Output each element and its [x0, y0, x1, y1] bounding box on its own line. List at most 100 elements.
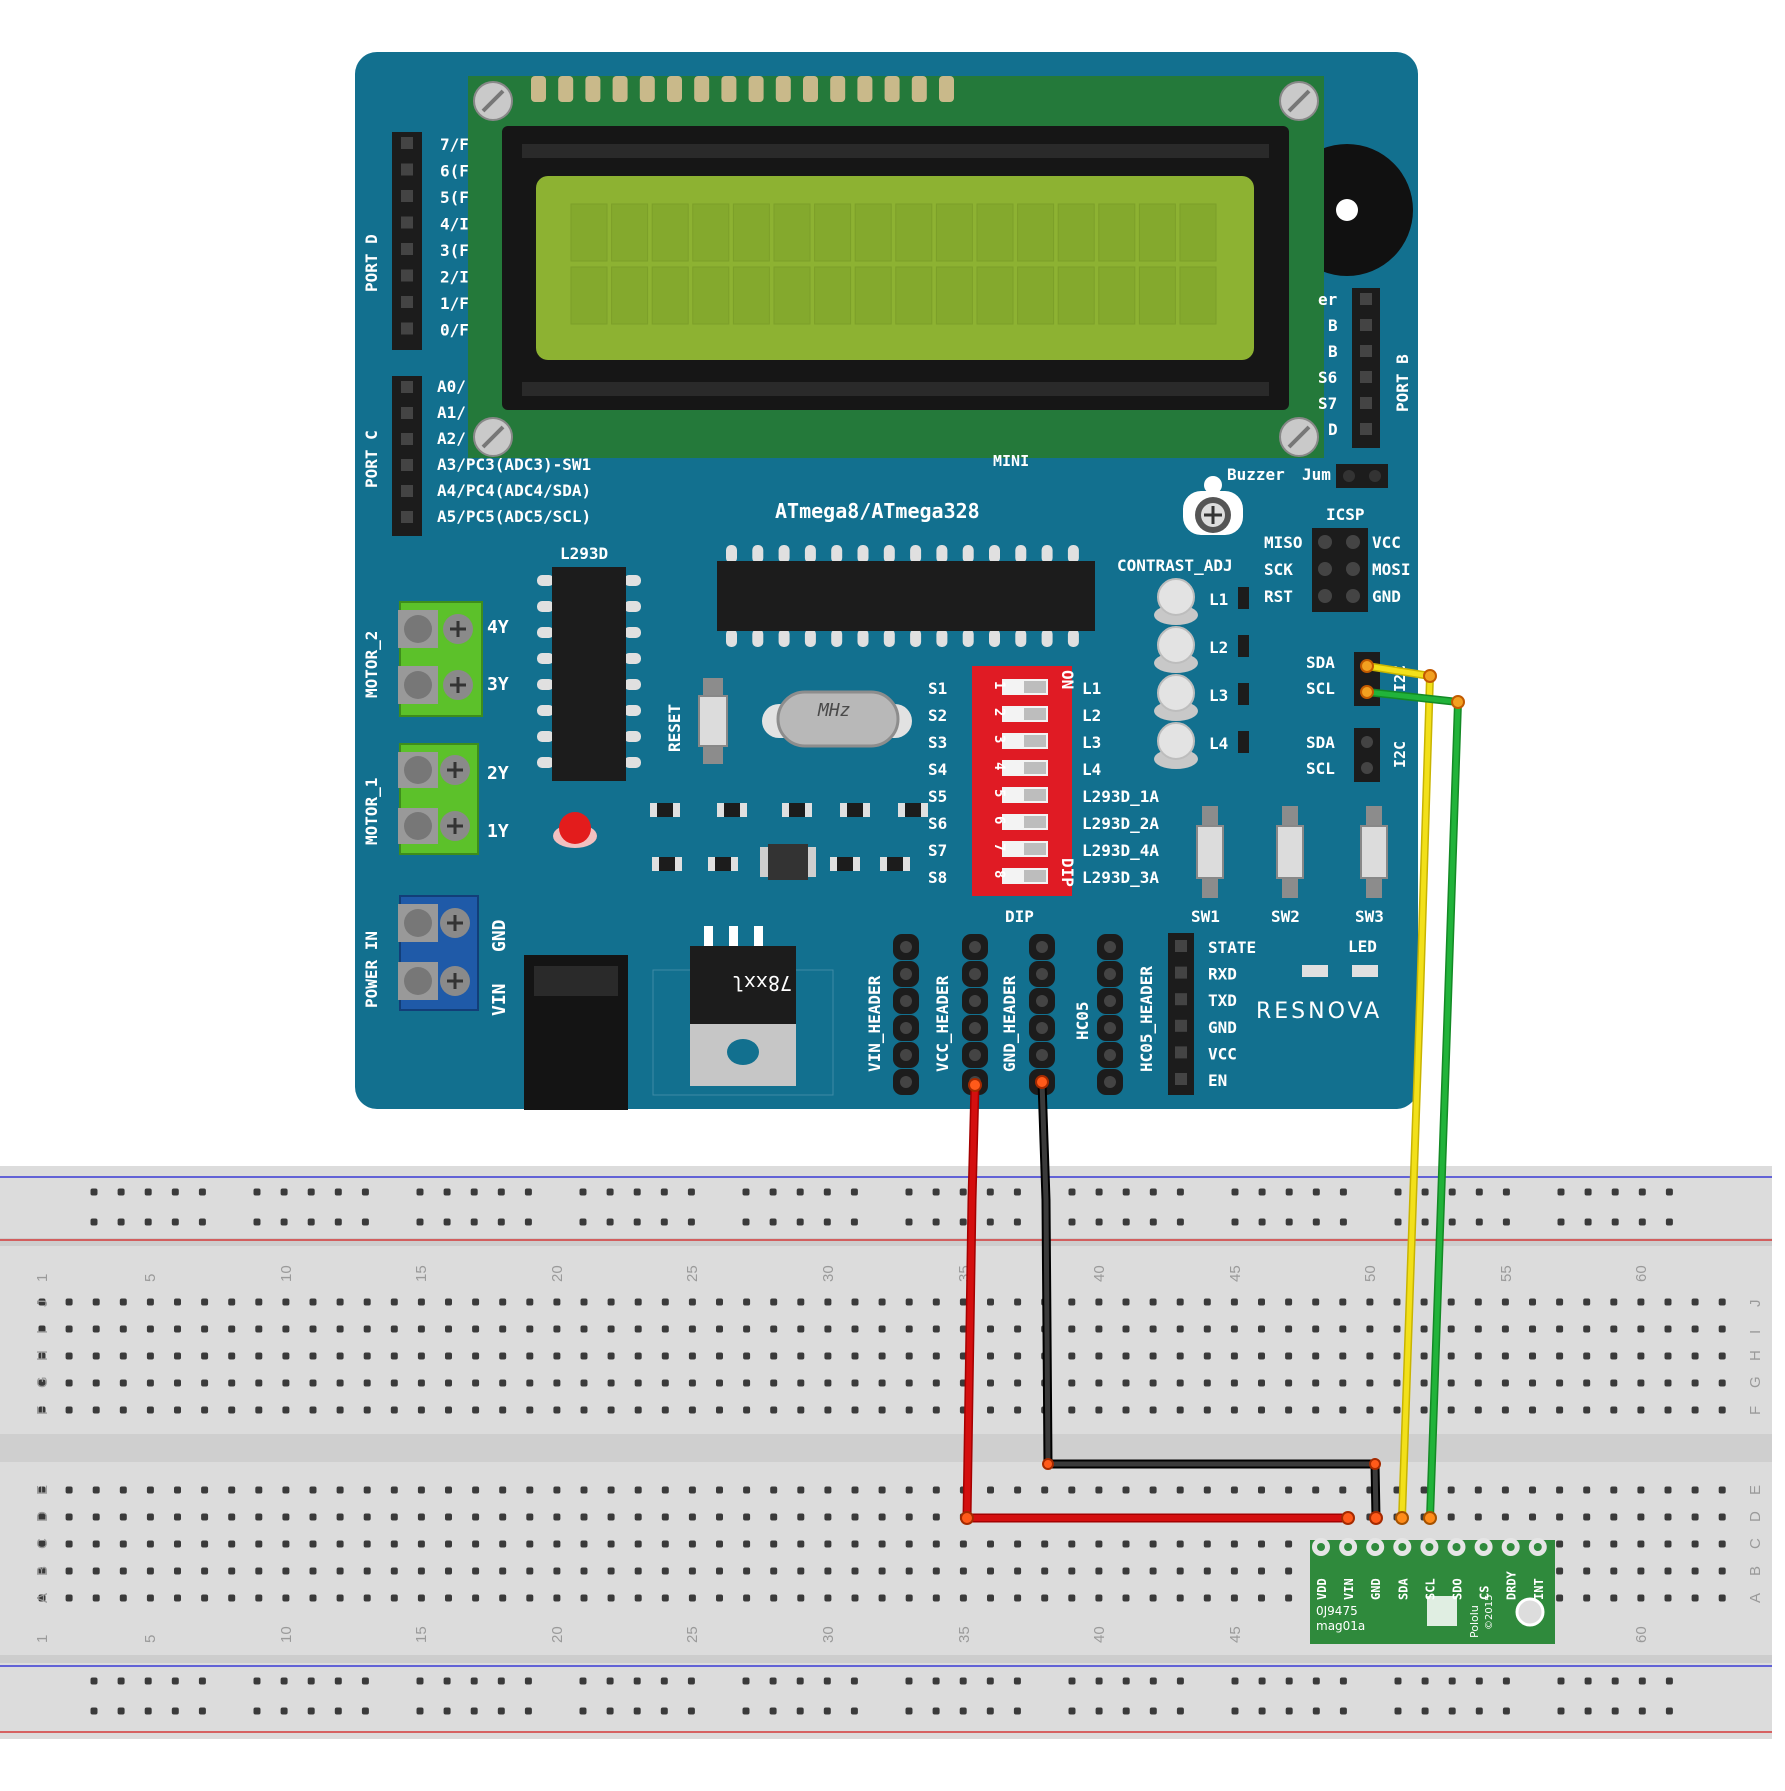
column-number-bottom: 40	[1091, 1626, 1108, 1643]
breadboard-hole	[1718, 1486, 1726, 1494]
breadboard-hole	[797, 1567, 805, 1575]
rail-hole	[1258, 1188, 1266, 1196]
breadboard-hole	[1583, 1594, 1591, 1602]
breadboard-hole	[472, 1298, 480, 1306]
sensor-pin	[1425, 1543, 1434, 1551]
dip-slider	[1024, 735, 1046, 747]
rail-hole	[579, 1218, 587, 1226]
rail-hole	[687, 1707, 695, 1715]
header-pin	[900, 1049, 912, 1061]
breadboard-hole	[1583, 1513, 1591, 1521]
led	[1157, 626, 1195, 664]
lcd-cell	[611, 266, 649, 325]
breadboard-hole	[1664, 1540, 1672, 1548]
rail-hole	[1285, 1218, 1293, 1226]
smd-capacitor-body	[724, 803, 740, 817]
header-pin	[1175, 993, 1187, 1006]
rail-hole	[334, 1188, 342, 1196]
rail-hole	[1584, 1188, 1592, 1196]
breadboard-hole	[1122, 1406, 1130, 1414]
breadboard-hole	[1014, 1406, 1022, 1414]
breadboard-hole	[1637, 1594, 1645, 1602]
breadboard-hole	[797, 1352, 805, 1360]
push-button[interactable]	[1196, 825, 1224, 879]
dip-output-label: L293D_4A	[1082, 841, 1159, 860]
led-label: L2	[1209, 638, 1228, 657]
rail-hole	[633, 1218, 641, 1226]
breadboard-hole	[1610, 1406, 1618, 1414]
breadboard-hole	[472, 1406, 480, 1414]
center-channel	[0, 1434, 1772, 1462]
lcd-cell	[1179, 203, 1217, 262]
contrast-label: CONTRAST_ADJ	[1117, 556, 1233, 575]
breadboard-hole	[770, 1567, 778, 1575]
status-led-label: LED	[1348, 937, 1377, 956]
breadboard-hole	[797, 1540, 805, 1548]
rail-hole	[769, 1218, 777, 1226]
hc05-header	[1168, 933, 1194, 1095]
breadboard-hole	[309, 1379, 317, 1387]
breadboard-hole	[255, 1540, 263, 1548]
lcd-cell	[1017, 266, 1055, 325]
rail-hole	[334, 1218, 342, 1226]
header-label: VIN_HEADER	[865, 975, 884, 1072]
breadboard-hole	[146, 1486, 154, 1494]
icsp-pin	[1318, 589, 1332, 603]
breadboard-hole	[417, 1594, 425, 1602]
breadboard-hole	[607, 1567, 615, 1575]
rail-hole	[1285, 1677, 1293, 1685]
rail-hole	[1285, 1188, 1293, 1196]
sensor-pin-label: SCL	[1423, 1578, 1437, 1600]
breadboard-hole	[390, 1298, 398, 1306]
chip-pin	[831, 545, 843, 563]
rail-hole	[1665, 1188, 1673, 1196]
rail-hole	[1665, 1218, 1673, 1226]
rail-hole	[1013, 1707, 1021, 1715]
lcd-cell	[773, 266, 811, 325]
breadboard-hole	[1230, 1379, 1238, 1387]
breadboard-hole	[1176, 1352, 1184, 1360]
rail-hole	[1312, 1188, 1320, 1196]
breadboard-hole	[607, 1513, 615, 1521]
rail-hole	[1013, 1188, 1021, 1196]
rail-hole	[1068, 1707, 1076, 1715]
push-button[interactable]	[1360, 825, 1388, 879]
rail-hole	[796, 1707, 804, 1715]
breadboard-hole	[1501, 1298, 1509, 1306]
header-pin	[1360, 371, 1372, 383]
port-b-pin-label: B	[1328, 342, 1338, 361]
rail-hole	[1095, 1188, 1103, 1196]
reset-button[interactable]	[698, 678, 728, 764]
column-number-bottom: 35	[956, 1626, 973, 1643]
breadboard-hole	[824, 1406, 832, 1414]
breadboard-hole	[1664, 1379, 1672, 1387]
breadboard-hole	[959, 1567, 967, 1575]
breadboard-hole	[201, 1325, 209, 1333]
breadboard-hole	[661, 1325, 669, 1333]
rail-hole	[1068, 1677, 1076, 1685]
breadboard-hole	[1610, 1325, 1618, 1333]
push-button[interactable]	[1276, 825, 1304, 879]
rail-hole	[660, 1218, 668, 1226]
rail-hole	[1394, 1677, 1402, 1685]
breadboard-hole	[688, 1352, 696, 1360]
breadboard-hole	[38, 1594, 46, 1602]
row-letter-right: E	[1747, 1485, 1764, 1495]
lcd-module	[468, 76, 1324, 458]
rail-hole	[1285, 1707, 1293, 1715]
rail-hole	[606, 1218, 614, 1226]
breadboard-hole	[526, 1540, 534, 1548]
row-letter-left: I	[34, 1330, 51, 1334]
breadboard-hole	[1447, 1406, 1455, 1414]
breadboard-hole	[282, 1540, 290, 1548]
row-letter-right: A	[1747, 1593, 1764, 1603]
lcd-cell	[651, 266, 689, 325]
chip-pin	[910, 545, 922, 563]
breadboard-hole	[1285, 1540, 1293, 1548]
header-pin	[1036, 995, 1048, 1007]
breadboard-hole	[309, 1325, 317, 1333]
breadboard-hole	[1420, 1379, 1428, 1387]
rail-hole	[850, 1677, 858, 1685]
header-pin	[401, 459, 413, 471]
